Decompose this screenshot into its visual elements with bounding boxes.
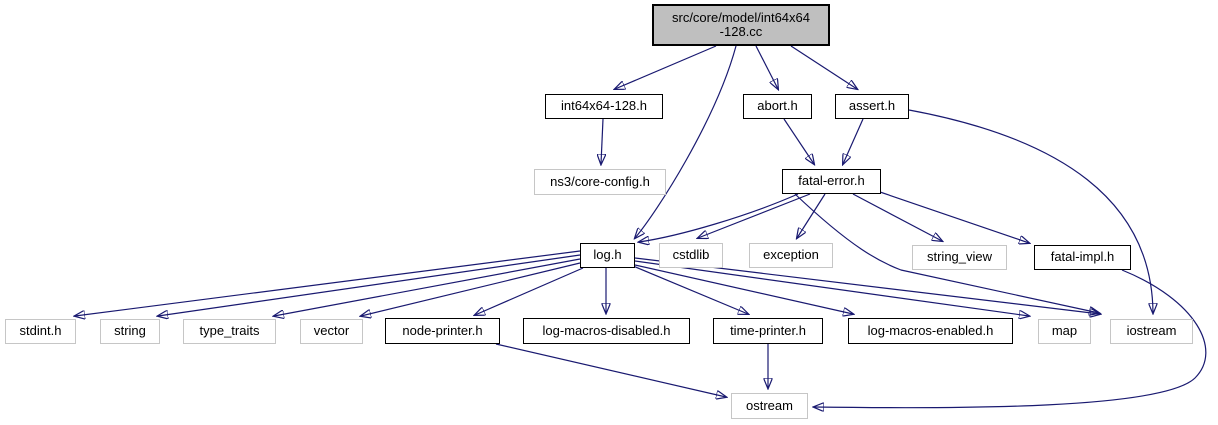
graph-node-fatal-impl-h[interactable]: fatal-impl.h <box>1034 245 1131 270</box>
graph-node-ns3-core-config-h: ns3/core-config.h <box>534 169 666 195</box>
edge-fatal-error-h-to-iostream <box>794 193 1099 313</box>
edge-fatal-error-h-to-string-view <box>852 193 942 241</box>
graph-node-label: src/core/model/int64x64 <box>671 9 810 25</box>
edge-cc-to-abort-h <box>755 45 778 89</box>
edge-log-h-to-vector <box>361 262 581 316</box>
graph-node-log-macros-disabled-h[interactable]: log-macros-disabled.h <box>523 318 690 344</box>
edge-node-printer-h-to-ostream <box>495 343 726 397</box>
graph-node-iostream: iostream <box>1110 319 1193 344</box>
edge-fatal-error-h-to-fatal-impl-h <box>879 191 1029 243</box>
graph-node-node-printer-h[interactable]: node-printer.h <box>385 318 500 344</box>
graph-node-log-macros-enabled-h[interactable]: log-macros-enabled.h <box>848 318 1013 344</box>
edge-log-h-to-type-traits <box>274 258 581 316</box>
edge-cc-to-assert-h <box>790 45 857 89</box>
edge-log-h-to-node-printer-h <box>475 267 584 315</box>
graph-node-abort-h[interactable]: abort.h <box>743 94 812 119</box>
edge-log-h-to-map <box>634 260 1029 316</box>
graph-node-fatal-error-h[interactable]: fatal-error.h <box>782 169 881 194</box>
graph-node-vector: vector <box>300 319 363 344</box>
edge-fatal-impl-h-to-ostream <box>814 269 1207 408</box>
edge-assert-h-to-fatal-error-h <box>843 118 864 164</box>
graph-node-time-printer-h[interactable]: time-printer.h <box>713 318 823 344</box>
graph-node-type-traits: type_traits <box>183 319 276 344</box>
edge-fatal-error-h-to-log-h <box>639 193 799 242</box>
graph-node-string: string <box>100 319 160 344</box>
graph-node-map: map <box>1038 319 1091 344</box>
graph-node-int64x64-128-cc: src/core/model/int64x64 -128.cc <box>652 4 830 46</box>
edge-abort-h-to-fatal-error-h <box>783 118 814 164</box>
edge-cc-to-log-h <box>635 45 737 238</box>
edge-log-h-to-stdint-h <box>75 250 581 316</box>
graph-node-int64x64-128-h[interactable]: int64x64-128.h <box>545 94 663 119</box>
graph-node-exception: exception <box>749 243 833 268</box>
edge-assert-h-to-iostream <box>908 109 1153 313</box>
edge-fatal-error-h-to-cstdlib <box>698 193 811 238</box>
edge-fatal-error-h-to-exception <box>797 193 826 238</box>
graph-node-assert-h[interactable]: assert.h <box>835 94 909 119</box>
graph-node-stdint-h: stdint.h <box>5 319 76 344</box>
edge-log-h-to-string <box>158 254 581 316</box>
graph-node-string-view: string_view <box>912 245 1007 270</box>
edge-log-h-to-time-printer-h <box>632 265 748 314</box>
edge-log-h-to-log-macros-enabled-h <box>634 264 853 314</box>
edge-cc-to-int64x64-128-h <box>615 45 717 89</box>
graph-node-ostream: ostream <box>731 393 808 419</box>
graph-node-cstdlib: cstdlib <box>659 243 723 268</box>
graph-node-label: -128.cc <box>719 24 763 39</box>
graph-node-log-h[interactable]: log.h <box>580 243 635 268</box>
edge-int64x64-128-h-to-ns3-core-config-h <box>601 118 603 164</box>
